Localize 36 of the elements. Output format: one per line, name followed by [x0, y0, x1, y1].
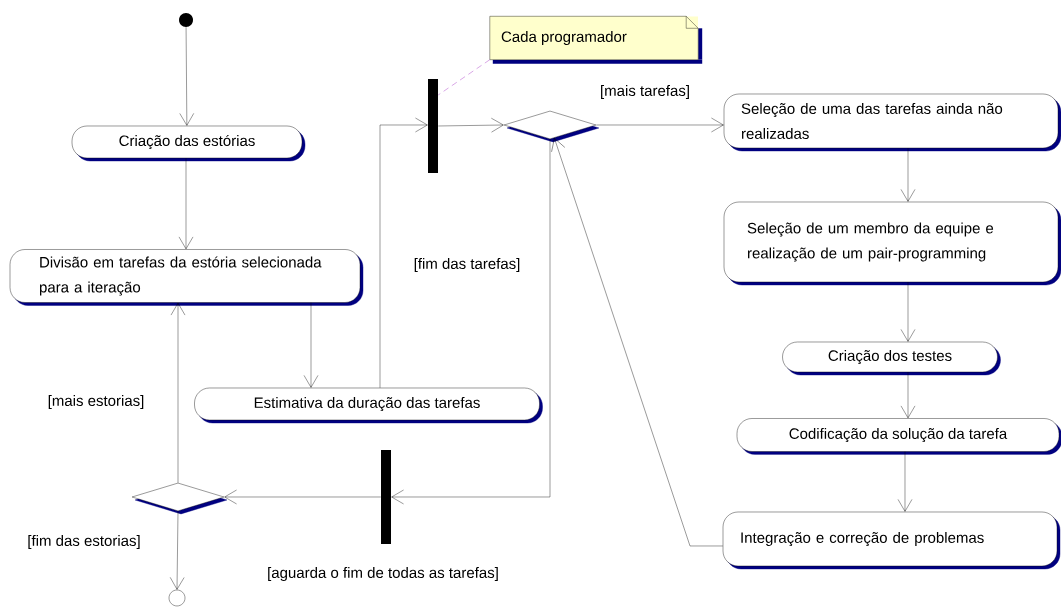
edge-label: [fim das tarefas] — [414, 258, 520, 272]
arrow — [178, 158, 194, 250]
arrow — [551, 138, 723, 547]
leader-line — [438, 59, 490, 96]
arrow — [900, 372, 916, 419]
decision-diamond — [503, 110, 600, 143]
arrow — [379, 117, 428, 388]
arrow — [391, 139, 551, 505]
activity-box: Criação das estórias — [71, 125, 306, 162]
activity-box: Estimativa da duração das tarefas — [194, 387, 543, 424]
start-dot — [179, 13, 193, 27]
guard-label: [aguarda o fim de todas as tarefas] — [268, 567, 498, 581]
sync-bar — [381, 450, 391, 544]
arrow — [596, 117, 724, 133]
activity-box: Integração e correção de problemas — [722, 511, 1061, 570]
arrow — [897, 451, 913, 512]
edge-label: [fim das estorias] — [28, 535, 140, 549]
arrow — [224, 489, 381, 505]
activity-box: Divisão em tarefas da estória selecionada para a iteração — [9, 249, 364, 306]
arrow — [900, 282, 916, 342]
activity-box: Seleção de um membro da equipe e realização de um pair-programming — [723, 201, 1061, 286]
activity-box: Codificação da solução da tarefa — [736, 418, 1061, 455]
sync-bar — [428, 79, 438, 173]
activity-box: Criação dos testes — [782, 341, 1001, 376]
arrow — [179, 27, 194, 126]
arrow — [303, 302, 319, 388]
arrow — [170, 302, 186, 483]
end-dot — [168, 589, 186, 607]
arrow — [900, 148, 916, 202]
arrow — [169, 511, 185, 590]
activity-box: Seleção de uma das tarefas ainda não realizadas — [723, 93, 1061, 152]
decision-diamond — [131, 482, 228, 515]
edge-label: [mais estorias] — [48, 395, 144, 409]
arrow — [438, 118, 504, 133]
edge-label: [mais tarefas] — [601, 85, 689, 99]
note-box: Cada programador — [489, 16, 703, 64]
